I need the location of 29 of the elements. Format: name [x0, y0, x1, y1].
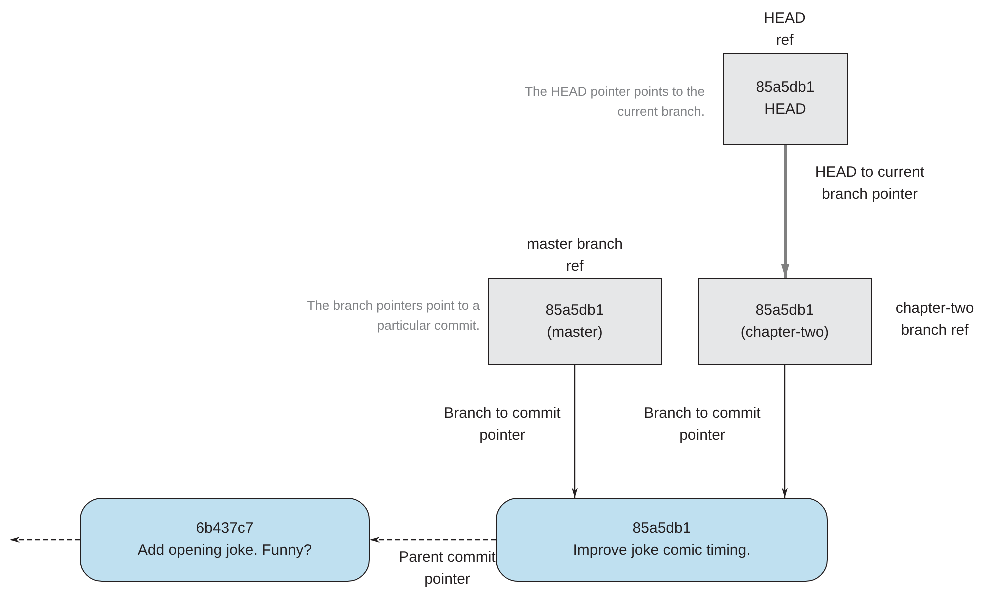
commit-box [80, 498, 370, 582]
arrow [572, 365, 578, 498]
arrow [782, 365, 788, 498]
ref-box [723, 53, 848, 145]
node-text: (master) [547, 322, 603, 342]
edge-label: Branch to commit pointer [443, 404, 562, 446]
ref-box [698, 278, 872, 365]
commit-hash: 85a5db1 [756, 300, 814, 320]
commit-box [496, 498, 828, 582]
arrow [10, 537, 80, 543]
ref-heading: master branch ref [526, 235, 624, 277]
note-text: The branch pointers point to a particular commit. [306, 297, 480, 335]
edge-label: HEAD to current branch pointer [814, 163, 926, 205]
commit-hash: 85a5db1 [756, 78, 815, 98]
node-text: Improve joke comic timing. [573, 541, 751, 561]
ref-heading: chapter-two branch ref [894, 299, 976, 341]
edge-label: Parent commit pointer [398, 548, 497, 590]
node-text: (chapter-two) [740, 322, 830, 342]
node-text: Add opening joke. Funny? [138, 541, 312, 561]
arrow [781, 145, 790, 278]
commit-hash: 85a5db1 [632, 519, 692, 539]
arrow [370, 537, 496, 543]
ref-heading: HEAD ref [763, 9, 807, 51]
note-text: The HEAD pointer points to the current branch. [524, 83, 705, 121]
ref-box [488, 278, 662, 365]
edge-label: Branch to commit pointer [643, 404, 762, 446]
commit-hash: 85a5db1 [546, 300, 604, 320]
commit-hash: 6b437c7 [196, 519, 254, 539]
node-text: HEAD [764, 100, 806, 120]
